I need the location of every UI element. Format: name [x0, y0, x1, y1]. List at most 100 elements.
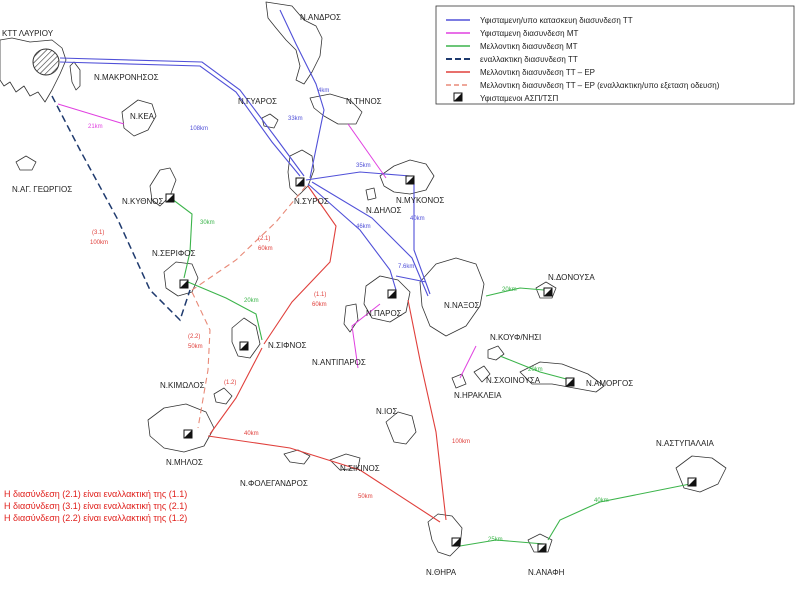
label-anafi: Ν.ΑΝΑΦΗ: [528, 568, 565, 577]
km-anafi-astypalaia: 40km: [594, 498, 609, 504]
legend-item: Υφισταμενη/υπο κατασκευη διασυνδεση ΤΤ: [446, 16, 633, 25]
routes-existing-tt: [59, 9, 431, 297]
route-lavrio-syros-b: [59, 57, 305, 177]
routes-future-mt: [167, 195, 691, 547]
label-andros: Ν.ΑΝΔΡΟΣ: [300, 13, 341, 22]
route-thira-anafi: [459, 539, 545, 547]
label-folegandros: Ν.ΦΟΛΕΓΑΝΔΡΟΣ: [240, 479, 308, 488]
route-lavrio-syros: [59, 61, 301, 177]
folegandros-island: [283, 449, 311, 465]
astypalaia-island: [675, 455, 727, 493]
km-mykonos-naxos: 40km: [410, 216, 425, 222]
label-kythnos: Ν.ΚΥΘΝΟΣ: [122, 197, 163, 206]
thira-island: [427, 513, 463, 557]
routes-existing-mt: [57, 103, 477, 379]
legend-item: Υφισταμενοι ΑΣΠ/ΤΣΠ: [453, 92, 558, 103]
legend-label: εναλλακτικη διασυνδεση ΤΤ: [480, 55, 578, 64]
legend-box: [435, 5, 795, 105]
km-lavrio-syros: 108km: [190, 126, 208, 132]
naxos-island: [419, 257, 485, 337]
label-kea: Ν.ΚΕΑ: [130, 112, 155, 121]
km-syros-mykonos: 35km: [356, 163, 371, 169]
serifos-island: [163, 261, 199, 297]
km-paros-thira: 100km: [452, 439, 470, 445]
label-kimolos: Ν.ΚΙΜΩΛΟΣ: [160, 381, 205, 390]
route-paros-naxos: [395, 275, 427, 283]
ag-georgios-island: [15, 155, 37, 171]
route-2-2-km: 50km: [188, 344, 203, 350]
route-sifnos-milos: [209, 347, 263, 435]
route-2-1-km: 60km: [258, 246, 273, 252]
label-astypalaia: Ν.ΑΣΤΥΠΑΛΑΙΑ: [656, 439, 715, 448]
routes-future-alt-ep: [191, 185, 307, 429]
station-icon: [565, 377, 575, 387]
legend-item: Υφισταμενη διασυνδεση ΜΤ: [446, 29, 578, 38]
label-serifos: Ν.ΣΕΡΙΦΟΣ: [152, 249, 195, 258]
routes-future-tt-ep: [207, 185, 447, 523]
route-tinos-mykonos: [347, 123, 387, 179]
label-syros: Ν.ΣΥΡΟΣ: [294, 197, 329, 206]
label-donousa: Ν.ΔΟΝΟΥΣΑ: [548, 273, 595, 282]
route-syros-serifos-2-1: [191, 185, 307, 291]
andros-island: [265, 1, 323, 85]
legend: Υφισταμενη/υπο κατασκευη διασυνδεση ΤΤ Υ…: [435, 5, 795, 105]
ios-island: [385, 411, 417, 445]
milos-island: [147, 403, 215, 453]
legend-label: Μελλοντικη διασυνδεση ΜΤ: [480, 42, 578, 51]
sikinos-island: [329, 453, 361, 471]
legend-label: Μελλοντικη διασυνδεση ΤΤ – ΕΡ (εναλλακτι…: [480, 81, 720, 90]
kea-island: [121, 99, 157, 137]
station-icon: [183, 429, 193, 439]
label-naxos: Ν.ΝΑΞΟΣ: [444, 301, 480, 310]
km-lavrio-kea: 21km: [88, 124, 103, 130]
km-naxos-donousa: 20km: [502, 287, 517, 293]
route-syros-mykonos: [305, 171, 411, 181]
route-mykonos-naxos: [413, 180, 431, 295]
route-alt-tt-3-1: [51, 95, 191, 322]
legend-item: εναλλακτικη διασυνδεση ΤΤ: [446, 55, 578, 64]
label-milos: Ν.ΜΗΛΟΣ: [166, 458, 203, 467]
station-icon: [387, 289, 397, 299]
route-1-1-km: 60km: [312, 302, 327, 308]
label-gyaros: Ν.ΓΥΑΡΟΣ: [238, 97, 277, 106]
label-schinousa: Ν.ΣΧΟΙΝΟΥΣΑ: [486, 376, 541, 385]
station-icon: [165, 193, 175, 203]
station-icon: [405, 175, 415, 185]
station-icon: [543, 287, 553, 297]
km-serifos-sifnos: 20km: [244, 298, 259, 304]
route-kouf-amorgos: [499, 355, 571, 381]
route-kythnos-serifos: [167, 195, 193, 279]
legend-label: Υφισταμενη/υπο κατασκευη διασυνδεση ΤΤ: [480, 16, 633, 25]
label-sifnos: Ν.ΣΙΦΝΟΣ: [268, 341, 307, 350]
route-syros-sifnos-1-1: [263, 185, 337, 345]
koufonisi-island: [487, 345, 505, 361]
route-note: Η διασύνδεση (2.1) είναι εναλλακτική της…: [4, 489, 188, 499]
route-3-1-km: 100km: [90, 240, 108, 246]
route-1-2-code: (1.2): [224, 380, 236, 386]
route-note: Η διασύνδεση (2.2) είναι εναλλακτική της…: [4, 513, 188, 523]
tinos-island: [309, 93, 363, 125]
route-notes: Η διασύνδεση (2.1) είναι εναλλακτική της…: [4, 488, 264, 524]
makronisos-island: [69, 61, 81, 91]
sifnos-island: [231, 317, 261, 359]
km-kythnos-serifos: 30km: [200, 220, 215, 226]
lavrio-substation-icon: [32, 48, 60, 76]
antiparos-island: [343, 303, 359, 333]
route-paros-thira: [407, 299, 447, 521]
km-syros-paros: 46km: [356, 224, 371, 230]
km-thira-anafi: 25km: [488, 537, 503, 543]
route-2-1-code: (2.1): [258, 236, 270, 242]
legend-item: Μελλοντικη διασυνδεση ΤΤ – ΕΡ: [446, 68, 595, 77]
route-2-2-code: (2.2): [188, 334, 200, 340]
label-amorgos: Ν.ΑΜΟΡΓΟΣ: [586, 379, 633, 388]
km-paros-naxos: 7.6km: [398, 264, 414, 270]
route-naxos-irakleia: [459, 345, 477, 379]
route-milos-sikinos-thira: [207, 435, 441, 523]
label-paros: Ν.ΠΑΡΟΣ: [366, 309, 402, 318]
irakleia-island: [451, 373, 467, 389]
station-icon: [453, 92, 463, 102]
station-icon: [687, 477, 697, 487]
route-note: Η διασύνδεση (3.1) είναι εναλλακτική της…: [4, 501, 188, 511]
route-1-1-code: (1.1): [314, 292, 326, 298]
label-kouf: Ν.ΚΟΥΦ/ΝΗΣΙ: [490, 333, 541, 342]
